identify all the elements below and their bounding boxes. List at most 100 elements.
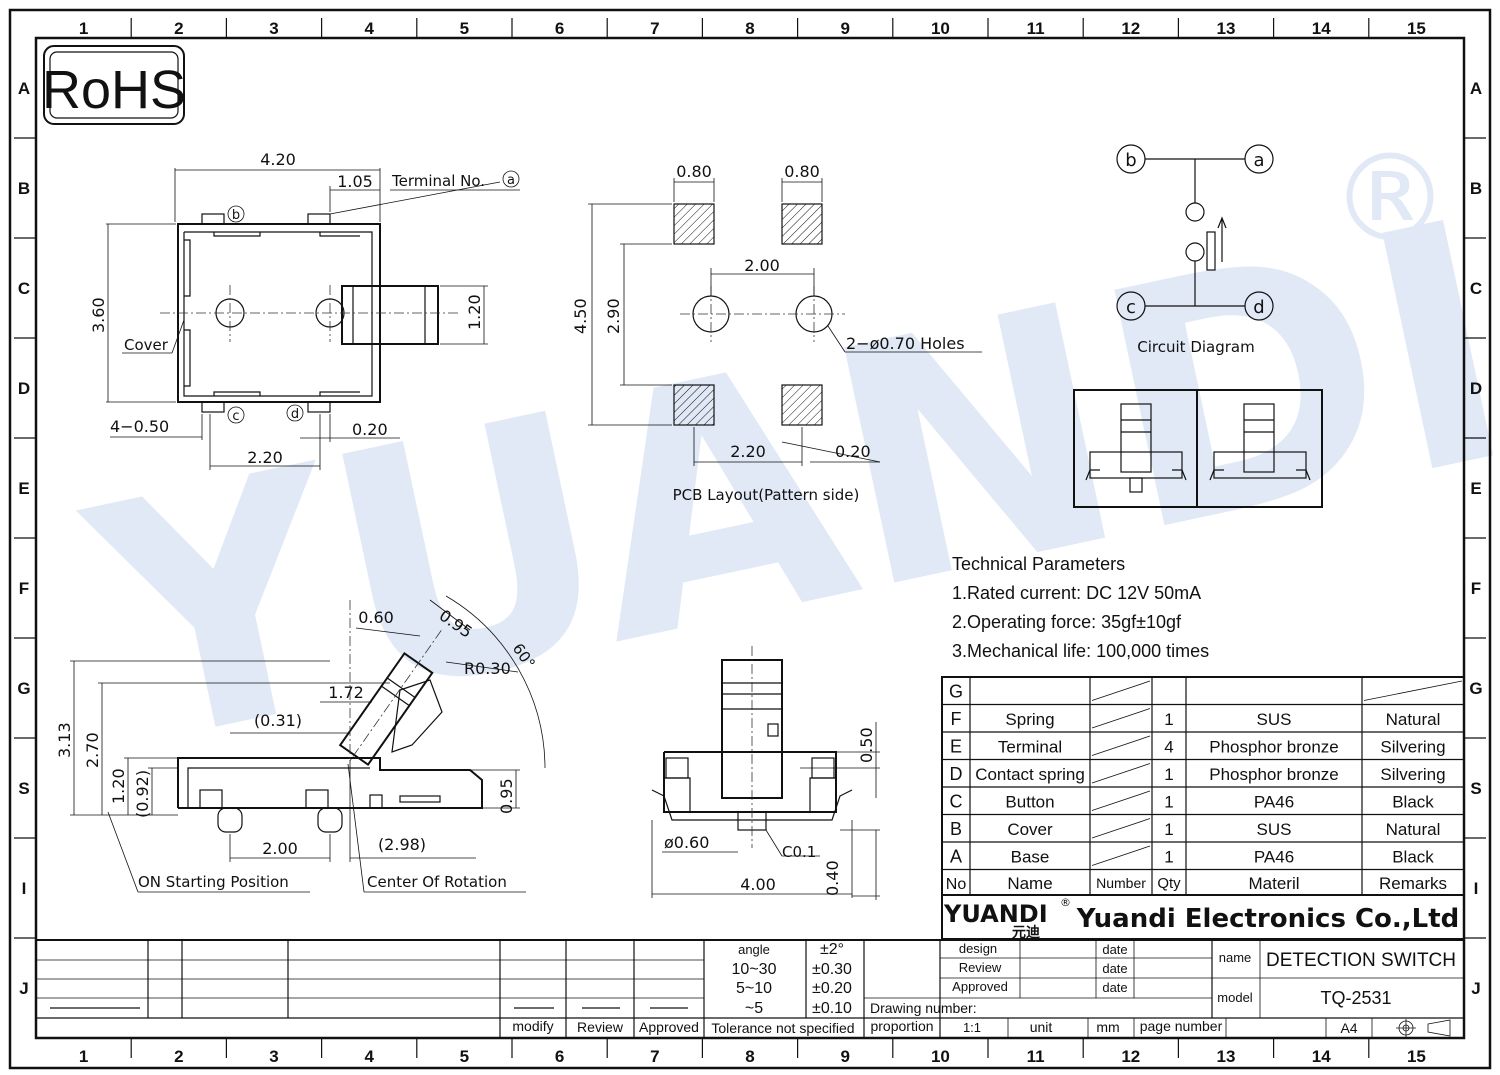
bom-row-qty: 1 xyxy=(1164,765,1173,784)
border-row-right-I: I xyxy=(1474,879,1479,898)
border-row-left-B: B xyxy=(18,179,30,198)
bom-row-name: Cover xyxy=(1007,820,1053,839)
circuit-node-a: a xyxy=(1253,150,1264,171)
label-date-3: date xyxy=(1102,980,1127,995)
border-col-top-3: 3 xyxy=(269,19,278,38)
dim-120: 1.20 xyxy=(109,768,128,804)
label-on-start: ON Starting Position xyxy=(138,873,289,891)
tolerance-value: ±2° xyxy=(820,941,844,958)
dim-button: 1.20 xyxy=(465,294,484,330)
circuit-diagram: b a c d Circuit Diagram xyxy=(1116,144,1274,356)
border-row-left-C: C xyxy=(18,279,30,298)
dim-hole-pitch: 2.00 xyxy=(744,256,780,275)
pcb-caption: PCB Layout(Pattern side) xyxy=(673,486,860,504)
value-size: A4 xyxy=(1340,1020,1357,1036)
dim-pad-w1: 0.80 xyxy=(676,162,712,181)
dim-060: 0.60 xyxy=(358,608,394,627)
border-row-right-A: A xyxy=(1470,79,1482,98)
dim-092: (0.92) xyxy=(133,770,152,818)
label-proportion: proportion xyxy=(870,1018,933,1034)
border-row-left-G: G xyxy=(17,679,30,698)
dim-front-c01: C0.1 xyxy=(782,843,816,861)
label-d: d xyxy=(291,407,299,422)
outer-frame xyxy=(8,8,1492,1070)
border-col-bottom-14: 14 xyxy=(1312,1047,1331,1066)
label-a-top: a xyxy=(507,173,515,188)
dim-outer-h: 4.50 xyxy=(571,298,590,334)
dim-gap: 0.20 xyxy=(352,420,388,439)
dim-height: 3.60 xyxy=(89,297,108,333)
rohs-text: RoHS xyxy=(42,60,186,120)
border-col-bottom-1: 1 xyxy=(79,1047,88,1066)
dim-313: 3.13 xyxy=(55,722,74,758)
border-col-bottom-6: 6 xyxy=(555,1047,564,1066)
border-row-left-I: I xyxy=(22,879,27,898)
tolerance-range: 5~10 xyxy=(736,980,772,997)
dim-031: (0.31) xyxy=(254,711,302,730)
label-approved: Approved xyxy=(952,979,1008,994)
bom-row-material: Phosphor bronze xyxy=(1209,765,1338,784)
value-model: TQ-2531 xyxy=(1320,988,1391,1008)
circuit-node-b: b xyxy=(1125,150,1136,171)
border-col-bottom-12: 12 xyxy=(1121,1047,1140,1066)
brand-logo: YUANDI xyxy=(943,900,1048,928)
bom-row-name: Base xyxy=(1011,848,1050,867)
bom-row-name: Contact spring xyxy=(975,765,1085,784)
tech-item-3: 3.Mechanical life: 100,000 times xyxy=(952,641,1209,661)
value-unit: mm xyxy=(1096,1019,1119,1035)
dim-200: 2.00 xyxy=(262,839,298,858)
brand-logo-cn: 元迪 xyxy=(1012,924,1040,941)
dim-front-050: 0.50 xyxy=(857,727,876,763)
border-row-right-C: C xyxy=(1470,279,1482,298)
label-terminal-no: Terminal No. xyxy=(391,172,485,190)
watermark-registered: ® xyxy=(1330,130,1450,269)
dim-terminal-w: 4−0.50 xyxy=(110,417,169,436)
tolerance-range: angle xyxy=(738,942,770,957)
border-col-bottom-3: 3 xyxy=(269,1047,278,1066)
bom-row-qty: 1 xyxy=(1164,848,1173,867)
bom-row-no: B xyxy=(950,819,962,839)
tolerance-range: ~5 xyxy=(745,1000,763,1017)
tech-item-2: 2.Operating force: 35gf±10gf xyxy=(952,612,1182,632)
label-holes: 2−ø0.70 Holes xyxy=(846,334,965,353)
label-b: b xyxy=(232,208,240,223)
border-row-left-D: D xyxy=(18,379,30,398)
label-date-1: date xyxy=(1102,942,1127,957)
bom-row-material: PA46 xyxy=(1254,793,1294,812)
border-col-top-6: 6 xyxy=(555,19,564,38)
technical-parameters: Technical Parameters 1.Rated current: DC… xyxy=(952,554,1209,661)
border-row-right-J: J xyxy=(1471,979,1480,998)
tolerance-range: 10~30 xyxy=(732,961,777,978)
brand-registered: ® xyxy=(1060,896,1071,909)
border-row-left-J: J xyxy=(19,979,28,998)
dim-270: 2.70 xyxy=(83,732,102,768)
label-cover: Cover xyxy=(124,336,169,354)
bom-header-remarks: Remarks xyxy=(1379,874,1447,893)
side-view: 3.13 2.70 1.20 (0.92) 0.95 2.00 (2.98) (… xyxy=(55,595,546,893)
bom-row-remarks: Natural xyxy=(1386,710,1441,729)
bom-row-no: E xyxy=(950,737,962,757)
border-col-top-4: 4 xyxy=(364,19,374,38)
dim-pitch: 2.20 xyxy=(247,448,283,467)
border-row-left-F: F xyxy=(19,579,29,598)
bom-row-qty: 1 xyxy=(1164,710,1173,729)
title-block: YUANDI 元迪 ® Yuandi Electronics Co.,Ltd m… xyxy=(36,894,1465,1038)
border-row-right-D: D xyxy=(1470,379,1482,398)
rohs-logo: RoHS xyxy=(42,45,186,125)
bom-row-name: Terminal xyxy=(998,738,1062,757)
bom-header-qty: Qty xyxy=(1157,875,1181,892)
label-model: model xyxy=(1217,990,1253,1005)
dim-r030: R0.30 xyxy=(464,659,511,678)
border-col-top-8: 8 xyxy=(745,19,754,38)
tolerance-value: ±0.30 xyxy=(812,961,852,978)
bom-row-no: C xyxy=(950,792,963,812)
label-unit: unit xyxy=(1030,1019,1053,1035)
bom-row-material: PA46 xyxy=(1254,848,1294,867)
label-drawing-number: Drawing number: xyxy=(870,1000,977,1016)
border-col-top-14: 14 xyxy=(1312,19,1331,38)
border-col-top-15: 15 xyxy=(1407,19,1426,38)
bom-row-remarks: Silvering xyxy=(1380,738,1445,757)
projection-symbol-icon xyxy=(1396,1019,1451,1037)
border-col-top-7: 7 xyxy=(650,19,659,38)
circuit-node-d: d xyxy=(1253,297,1264,318)
